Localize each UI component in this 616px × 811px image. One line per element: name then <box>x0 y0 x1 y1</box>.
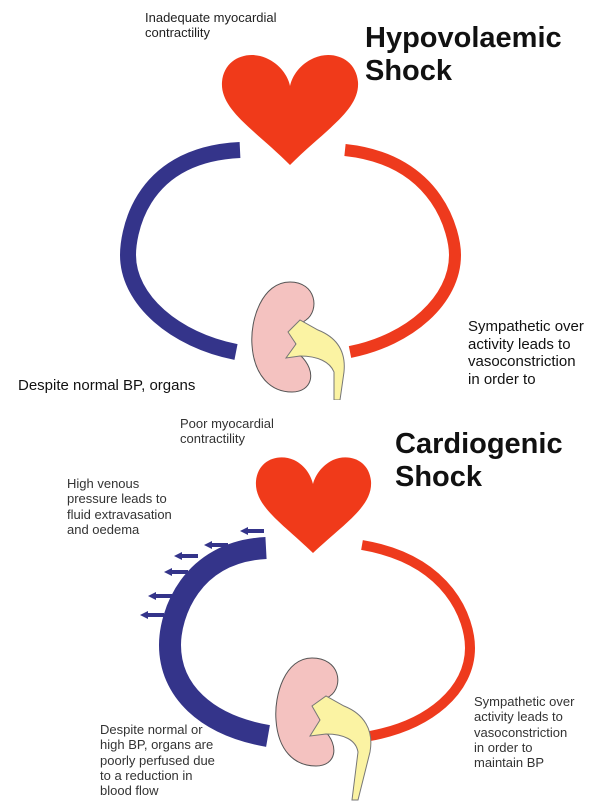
hypovolaemic-title: Hypovolaemic Shock <box>365 22 562 89</box>
cardiogenic-shock-panel: Poor myocardial contractility Cardiogeni… <box>40 400 616 811</box>
cardiogenic-sympathetic-label: Sympathetic over activity leads to vasoc… <box>474 694 574 771</box>
hypovolaemic-sympathetic-label: Sympathetic over activity leads to vasoc… <box>468 318 584 389</box>
hypovolaemic-heart-label: Inadequate myocardial contractility <box>145 10 277 41</box>
kidney-icon <box>276 658 371 800</box>
venous-return-arc <box>170 548 268 736</box>
arterial-arc <box>362 545 470 736</box>
hypovolaemic-organs-label: Despite normal BP, organs are p redu <box>18 377 195 400</box>
arrow-left-icon <box>164 568 188 576</box>
arrow-left-icon <box>240 527 264 535</box>
cardiogenic-heart-label: Poor myocardial contractility <box>180 416 274 447</box>
arrow-left-icon <box>174 552 198 560</box>
hypovolaemic-shock-panel: Inadequate myocardial contractility Hypo… <box>0 0 616 400</box>
heart-icon <box>222 55 358 165</box>
arrow-left-icon <box>148 592 172 600</box>
cardiogenic-venous-label: High venous pressure leads to fluid extr… <box>67 476 172 537</box>
arterial-arc <box>345 150 455 352</box>
cardiogenic-organs-label: Despite normal or high BP, organs are po… <box>100 722 215 799</box>
arrow-left-icon <box>140 611 164 619</box>
venous-return-arc <box>128 150 240 352</box>
cardiogenic-title: Cardiogenic Shock <box>395 428 563 495</box>
kidney-icon <box>252 282 345 400</box>
heart-icon <box>256 457 371 553</box>
